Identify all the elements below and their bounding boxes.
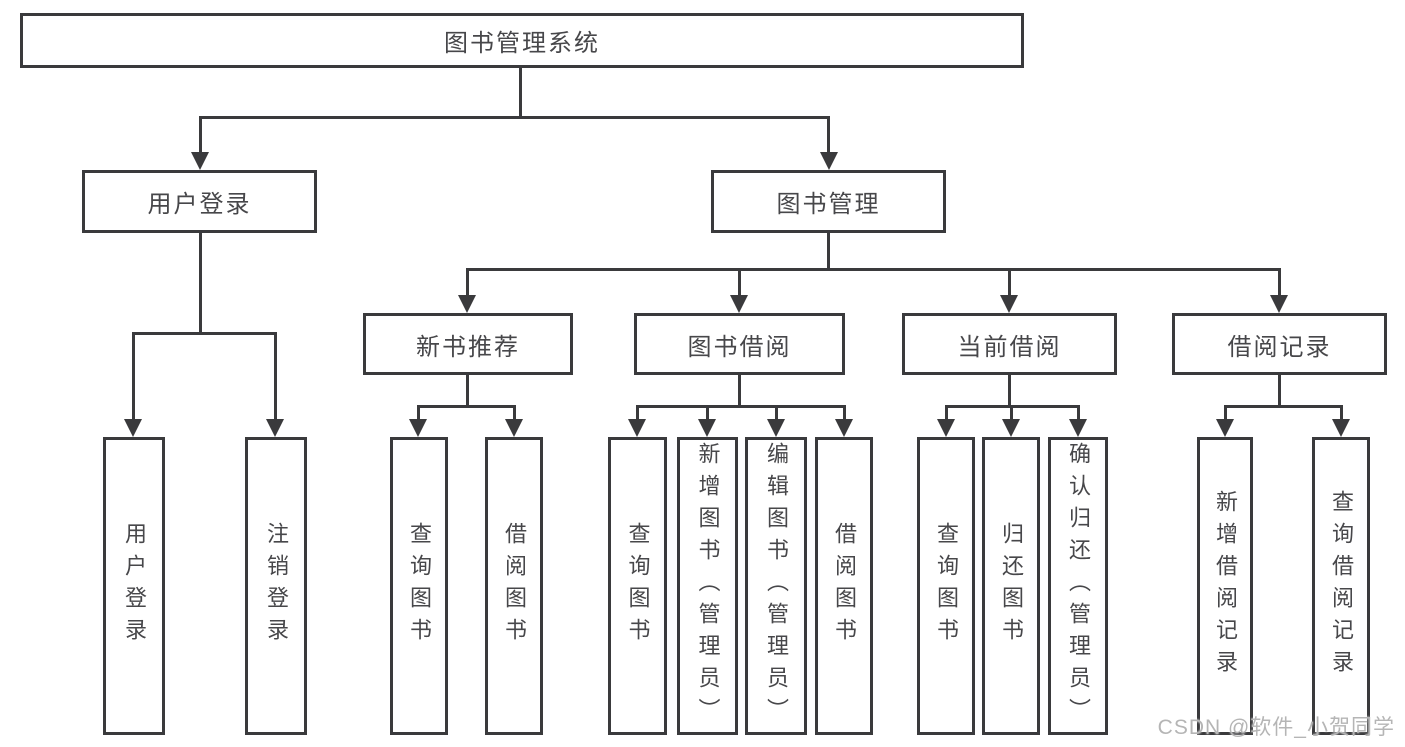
connector-line: [199, 233, 202, 335]
connector-line: [132, 332, 135, 419]
connector-line: [738, 268, 741, 295]
arrow-down-icon: [1000, 295, 1018, 313]
arrow-down-icon: [1002, 419, 1020, 437]
node-label: 查询借阅记录: [1329, 490, 1354, 682]
connector-line: [274, 332, 277, 419]
arrow-down-icon: [458, 295, 476, 313]
connector-line: [775, 405, 778, 419]
connector-line: [1008, 268, 1011, 295]
node-return-books: 归还图书: [982, 437, 1040, 735]
node-label: 编辑图书（管理员）: [764, 442, 789, 730]
node-label: 注销登录: [264, 522, 289, 650]
node-label: 查询图书: [407, 522, 432, 650]
arrow-down-icon: [628, 419, 646, 437]
arrow-down-icon: [409, 419, 427, 437]
node-label: 当前借阅: [957, 333, 1062, 361]
node-label: 图书管理: [776, 191, 881, 218]
node-book-borrowing: 图书借阅: [634, 313, 845, 375]
node-new-book-recommendation: 新书推荐: [363, 313, 573, 375]
node-label: 借阅图书: [832, 522, 857, 650]
arrow-down-icon: [937, 419, 955, 437]
node-label: 新增图书（管理员）: [695, 442, 721, 730]
connector-line: [466, 268, 469, 295]
node-add-books-admin: 新增图书（管理员）: [677, 437, 738, 735]
node-label: 用户登录: [147, 191, 252, 218]
node-confirm-return-admin: 确认归还（管理员）: [1048, 437, 1108, 735]
arrow-down-icon: [124, 419, 142, 437]
arrow-down-icon: [835, 419, 853, 437]
arrow-down-icon: [1069, 419, 1087, 437]
arrow-down-icon: [730, 295, 748, 313]
node-label: 查询图书: [934, 522, 959, 650]
node-add-borrow-record: 新增借阅记录: [1197, 437, 1253, 735]
connector-line: [199, 116, 830, 119]
connector-line: [1224, 405, 1343, 408]
node-label: 借阅记录: [1227, 333, 1332, 361]
node-label: 查询图书: [625, 522, 651, 650]
connector-line: [1278, 375, 1281, 408]
connector-line: [519, 68, 522, 118]
node-query-books-recommend: 查询图书: [390, 437, 448, 735]
connector-line: [513, 405, 516, 419]
connector-line: [827, 116, 830, 152]
arrow-down-icon: [820, 152, 838, 170]
connector-line: [827, 233, 830, 271]
arrow-down-icon: [698, 419, 716, 437]
node-logout-action: 注销登录: [245, 437, 307, 735]
connector-line: [1340, 405, 1343, 419]
node-query-books-borrow: 查询图书: [608, 437, 667, 735]
connector-line: [636, 405, 639, 419]
arrow-down-icon: [191, 152, 209, 170]
connector-line: [417, 405, 516, 408]
node-label: 新书推荐: [416, 333, 520, 361]
connector-line: [636, 405, 846, 408]
node-label: 新增借阅记录: [1213, 490, 1238, 682]
node-label: 图书管理系统: [444, 30, 600, 57]
connector-line: [199, 116, 202, 152]
connector-line: [417, 405, 420, 419]
node-label: 确认归还（管理员）: [1066, 442, 1091, 730]
node-user-login-action: 用户登录: [103, 437, 165, 735]
connector-line: [1010, 405, 1013, 419]
node-current-borrowing: 当前借阅: [902, 313, 1117, 375]
connector-line: [466, 375, 469, 408]
connector-line: [945, 405, 948, 419]
node-label: 用户登录: [122, 522, 147, 650]
node-user-login: 用户登录: [82, 170, 317, 233]
connector-line: [1008, 375, 1011, 408]
node-book-management: 图书管理: [711, 170, 946, 233]
arrow-down-icon: [1332, 419, 1350, 437]
connector-line: [132, 332, 277, 335]
node-root: 图书管理系统: [20, 13, 1024, 68]
connector-line: [843, 405, 846, 419]
arrow-down-icon: [266, 419, 284, 437]
node-label: 图书借阅: [687, 333, 792, 361]
node-borrow-books-action: 借阅图书: [815, 437, 873, 735]
connector-line: [1224, 405, 1227, 419]
arrow-down-icon: [505, 419, 523, 437]
node-query-borrow-record: 查询借阅记录: [1312, 437, 1370, 735]
node-label: 借阅图书: [502, 522, 527, 650]
node-label: 归还图书: [999, 522, 1024, 650]
connector-line: [706, 405, 709, 419]
arrow-down-icon: [767, 419, 785, 437]
node-borrow-books-recommend: 借阅图书: [485, 437, 543, 735]
node-query-books-current: 查询图书: [917, 437, 975, 735]
arrow-down-icon: [1216, 419, 1234, 437]
node-edit-books-admin: 编辑图书（管理员）: [745, 437, 807, 735]
arrow-down-icon: [1270, 295, 1288, 313]
connector-line: [1077, 405, 1080, 419]
connector-line: [1278, 268, 1281, 295]
connector-line: [466, 268, 1281, 271]
node-borrowing-records: 借阅记录: [1172, 313, 1387, 375]
connector-line: [738, 375, 741, 408]
